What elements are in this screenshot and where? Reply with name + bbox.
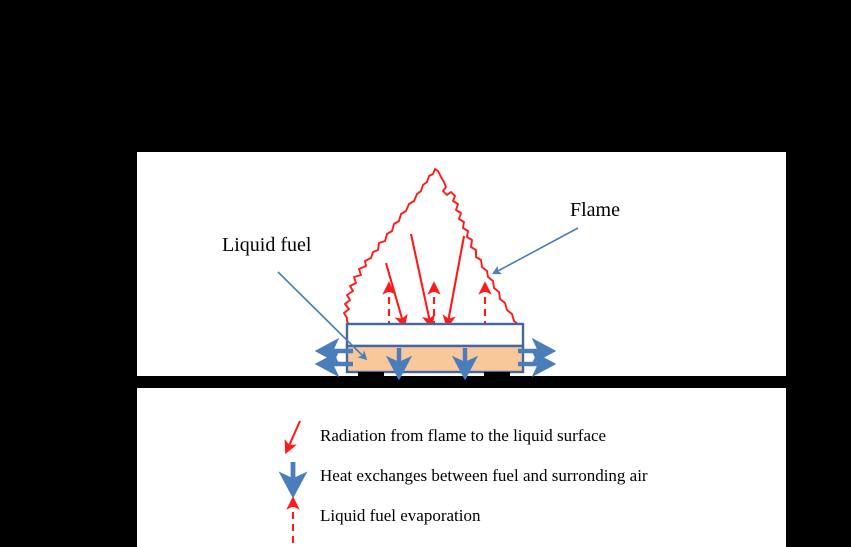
legend-item-label-evaporation: Liquid fuel evaporation — [320, 506, 481, 525]
legend-item-label-radiation: Radiation from flame to the liquid surfa… — [320, 426, 607, 445]
flame-outline — [343, 168, 522, 331]
diagonal-red-arrow-icon — [284, 420, 301, 455]
flame-leader-line — [492, 227, 579, 275]
radiation-arrow — [409, 233, 436, 329]
liquid-fuel-leader-line — [277, 271, 368, 361]
pan-support-leg — [358, 372, 384, 380]
legend-item-label-heat-exchange: Heat exchanges between fuel and surrondi… — [320, 466, 648, 485]
legend-panel — [137, 388, 786, 547]
flame-label: Flame — [570, 199, 620, 221]
scene-graphics — [277, 168, 579, 381]
pan-support-leg — [484, 372, 510, 380]
liquid-fuel-label: Liquid fuel — [222, 234, 312, 256]
liquid-fuel-layer — [345, 344, 525, 374]
radiation-arrow — [442, 235, 466, 329]
